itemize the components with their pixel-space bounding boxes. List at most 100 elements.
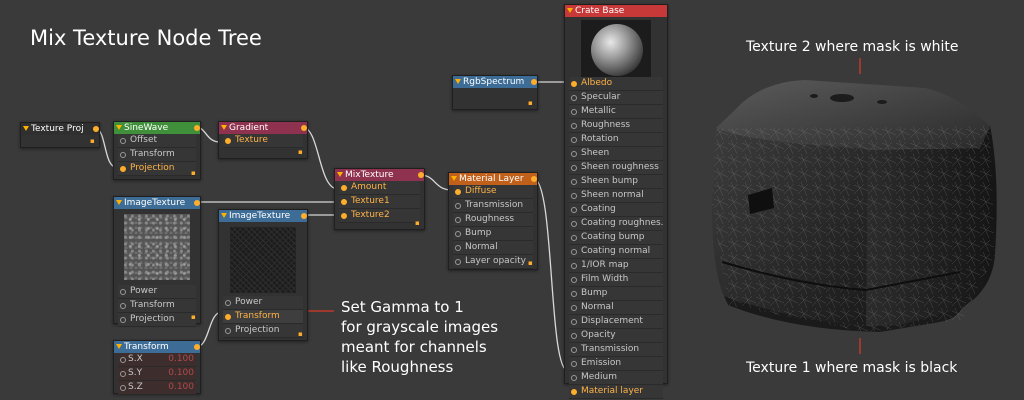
pin-transmission[interactable]: Transmission [453,199,533,213]
pin-sheen[interactable]: Sheen [569,147,663,161]
node-crate-base[interactable]: Crate Base Albedo Specular Metallic Roug… [564,4,668,399]
pin-normal[interactable]: Normal [569,301,663,315]
output-socket[interactable] [301,213,307,219]
resize-grip-icon[interactable]: ▪ [191,313,196,321]
field-scale-z[interactable]: S.Z 0.100 [118,381,196,395]
resize-grip-icon[interactable]: ▪ [298,330,303,338]
pin-roughness[interactable]: Roughness [569,119,663,133]
pin-bump[interactable]: Bump [453,227,533,241]
field-scale-y[interactable]: S.Y 0.100 [118,367,196,381]
pin-diffuse[interactable]: Diffuse [453,185,533,199]
pin-specular[interactable]: Specular [569,91,663,105]
output-socket[interactable] [194,125,200,131]
node-imagetexture-2[interactable]: ImageTexture Power Transform Projection … [218,209,308,341]
render-preview-crate [712,80,997,332]
field-label: S.X [128,354,143,364]
pin-coating[interactable]: Coating [569,203,663,217]
resize-grip-icon[interactable]: ▪ [90,137,95,145]
pin-layer-opacity[interactable]: Layer opacity [453,255,533,269]
pin-emission[interactable]: Emission [569,357,663,371]
pin-coating-roughness[interactable]: Coating roughnes. [569,217,664,231]
gamma-annotation-line-4: like Roughness [341,358,454,376]
resize-grip-icon[interactable]: ▪ [191,169,196,177]
node-texture-proj-title: Texture Proj [21,123,99,135]
wire-materiallayer-materiallayer [532,177,569,372]
output-socket[interactable] [301,125,307,131]
pin-bump[interactable]: Bump [569,287,663,301]
output-socket[interactable] [531,79,537,85]
output-socket[interactable] [93,126,99,132]
node-mixtexture-title: MixTexture [335,169,424,181]
field-value[interactable]: 0.100 [168,368,194,378]
node-material-layer[interactable]: Material Layer Diffuse Transmission Roug… [448,172,538,270]
pin-texture2[interactable]: Texture2 [339,209,420,223]
field-scale-x[interactable]: S.X 0.100 [118,353,196,367]
pin-sheen-normal[interactable]: Sheen normal [569,189,663,203]
texture-thumbnail [124,214,190,280]
resize-grip-icon[interactable]: ▪ [528,99,533,107]
pin-ior-map[interactable]: 1/IOR map [569,259,663,273]
pin-film-width[interactable]: Film Width [569,273,663,287]
pin-displacement[interactable]: Displacement [569,315,663,329]
node-imagetexture-2-title: ImageTexture [219,210,307,222]
pin-material-layer[interactable]: Material layer [569,385,663,399]
resize-grip-icon[interactable]: ▪ [298,148,303,156]
node-imagetexture-1-title: ImageTexture [114,197,200,209]
pin-transmission[interactable]: Transmission [569,343,663,357]
node-crate-base-title: Crate Base [565,5,667,17]
pin-transform[interactable]: Transform [223,310,303,324]
pin-sheen-bump[interactable]: Sheen bump [569,175,663,189]
node-transform[interactable]: Transform S.X 0.100 S.Y 0.100 S.Z 0.100 [113,340,201,395]
output-socket[interactable] [531,176,537,182]
node-imagetexture-1[interactable]: ImageTexture Power Transform Projection … [113,196,201,327]
node-transform-title: Transform [114,341,200,353]
output-socket[interactable] [194,200,200,206]
gamma-annotation: Set Gamma to 1 for grayscale images mean… [341,297,498,377]
resize-grip-icon[interactable]: ▪ [415,219,420,227]
pin-transform[interactable]: Transform [118,299,196,313]
texture2-annotation: Texture 2 where mask is white [746,39,959,55]
pin-rotation[interactable]: Rotation [569,133,663,147]
material-preview [581,20,651,80]
pin-opacity[interactable]: Opacity [569,329,663,343]
pin-power[interactable]: Power [223,296,303,310]
pin-transform[interactable]: Transform [118,148,196,162]
gamma-annotation-line-3: meant for channels [341,338,487,356]
resize-grip-icon[interactable]: ▪ [528,259,533,267]
page-title: Mix Texture Node Tree [30,26,262,50]
pin-projection[interactable]: Projection [118,313,196,327]
node-sinewave-title: SineWave [114,122,200,134]
gamma-annotation-line-2: for grayscale images [341,318,499,336]
field-value[interactable]: 0.100 [168,354,194,364]
node-rgbspectrum[interactable]: RgbSpectrum ▪ [452,75,538,110]
output-socket[interactable] [194,344,200,350]
field-label: S.Z [128,382,143,392]
texture1-annotation: Texture 1 where mask is black [746,360,958,376]
node-material-layer-title: Material Layer [449,173,537,185]
output-socket[interactable] [418,172,424,178]
pin-albedo[interactable]: Albedo [569,77,663,91]
node-mixtexture[interactable]: MixTexture Amount Texture1 Texture2 ▪ [334,168,425,230]
pin-coating-normal[interactable]: Coating normal [569,245,663,259]
material-sphere [591,24,643,76]
node-gradient[interactable]: Gradient Texture ▪ [218,121,308,159]
gamma-annotation-line-1: Set Gamma to 1 [341,298,464,316]
pin-amount[interactable]: Amount [339,181,420,195]
pin-texture[interactable]: Texture [223,134,303,148]
pin-metallic[interactable]: Metallic [569,105,663,119]
pin-projection[interactable]: Projection [223,324,303,338]
pin-coating-bump[interactable]: Coating bump [569,231,663,245]
pin-roughness[interactable]: Roughness [453,213,533,227]
node-sinewave[interactable]: SineWave Offset Transform Projection ▪ [113,121,201,180]
pin-texture1[interactable]: Texture1 [339,195,420,209]
node-texture-proj[interactable]: Texture Proj ▪ [20,122,100,148]
pin-normal[interactable]: Normal [453,241,533,255]
pin-projection[interactable]: Projection [118,162,196,176]
field-value[interactable]: 0.100 [168,382,194,392]
pin-sheen-roughness[interactable]: Sheen roughness [569,161,663,175]
pin-power[interactable]: Power [118,285,196,299]
pin-medium[interactable]: Medium [569,371,663,385]
pin-offset[interactable]: Offset [118,134,196,148]
